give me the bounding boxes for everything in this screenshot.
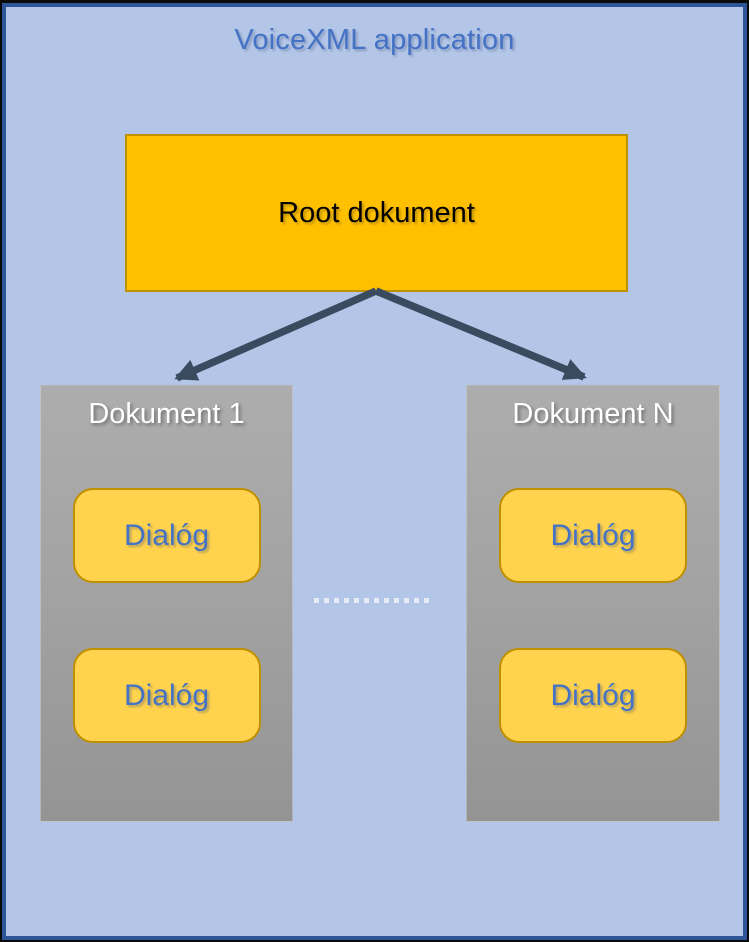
document-1-dialog-node: Dialóg [72, 488, 261, 583]
dialog-label: Dialóg [123, 518, 210, 552]
dialog-label: Dialóg [550, 518, 636, 552]
document-n-label: Dokument N [512, 398, 674, 430]
document-1-node: Dokument 1 Dialóg Dialóg [40, 385, 293, 822]
root-document-node: Root dokument [125, 134, 628, 292]
dialog-label: Dialóg [123, 678, 210, 712]
arrow-root-to-dokument-1 [174, 287, 378, 382]
arrow-root-to-dokument-n [374, 287, 587, 381]
diagram-canvas: VoiceXML application Root dokument Dokum… [2, 3, 747, 940]
document-n-dialog-node: Dialóg [499, 488, 687, 583]
document-n-node: Dokument N Dialóg Dialóg [466, 385, 720, 822]
root-document-label: Root dokument [278, 196, 475, 229]
document-n-dialog-node: Dialóg [499, 648, 687, 743]
dialog-label: Dialóg [550, 678, 636, 712]
document-1-dialog-node: Dialóg [72, 648, 261, 743]
ellipsis-dots-icon [314, 598, 434, 603]
document-1-label: Dokument 1 [88, 398, 245, 430]
diagram-title: VoiceXML application [234, 24, 515, 56]
